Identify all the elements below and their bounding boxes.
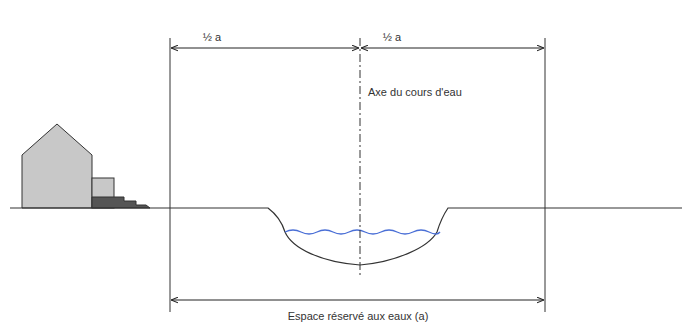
ground-profile [10, 208, 682, 265]
axis-label: Axe du cours d'eau [367, 86, 463, 99]
dimension-line [171, 300, 544, 301]
axis-line [360, 38, 361, 275]
water-surface [285, 230, 440, 234]
dimension-label: Espace réservé aux eaux (a) [287, 310, 430, 323]
extension-line [545, 38, 546, 312]
dimension-label: ½ a [202, 31, 222, 44]
extension-line [170, 38, 171, 312]
dimension-line [361, 48, 544, 49]
house [22, 124, 150, 208]
dimension-line [171, 48, 359, 49]
dimension-label: ½ a [382, 31, 402, 44]
